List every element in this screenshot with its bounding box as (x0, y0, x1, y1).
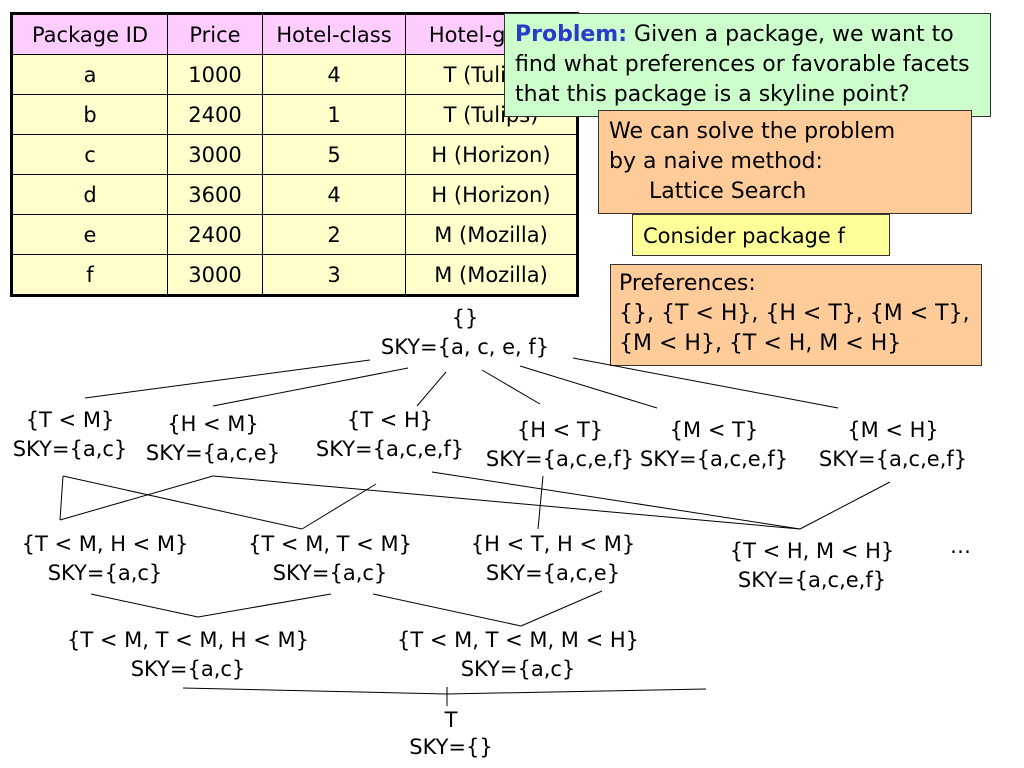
ellipsis: … (950, 534, 971, 558)
naive-method-name: Lattice Search (649, 179, 807, 204)
lattice-node: {T < M, T < M} SKY={a,c} (248, 530, 412, 588)
node-preference: {T < H, M < H} (729, 539, 895, 563)
node-preference: {H < T, H < M} (470, 532, 636, 556)
problem-label: Problem: (515, 22, 628, 47)
naive-method-callout: We can solve the problem by a naive meth… (598, 110, 972, 214)
node-preference: T (444, 708, 458, 732)
table-cell: c (11, 134, 168, 175)
lattice-node: {H < T} SKY={a,c,e,f} (486, 416, 634, 474)
table-cell: b (11, 94, 168, 135)
package-table: Package ID Price Hotel-class Hotel-group… (10, 12, 579, 297)
lattice-node-bottom: T SKY={} (409, 707, 493, 761)
table-cell: a (11, 54, 168, 95)
table-cell: d (11, 174, 168, 215)
node-skyline: SKY={a,c} (12, 437, 128, 461)
node-preference: {T < M, H < M} (21, 532, 189, 556)
table-cell: M (Mozilla) (405, 214, 578, 255)
lattice-node-root: {} SKY={a, c, e, f} (381, 304, 549, 362)
lattice-edge (212, 475, 801, 530)
lattice-edge (301, 483, 377, 530)
table-cell: M (Mozilla) (405, 254, 578, 296)
preferences-callout: Preferences: {}, {T < H}, {H < T}, {M < … (610, 264, 982, 366)
node-preference: {T < M, T < M} (248, 532, 412, 556)
lattice-node: {T < M} SKY={a,c} (13, 406, 128, 464)
lattice-edge (416, 371, 447, 407)
node-skyline: SKY={a,c} (460, 657, 576, 681)
lattice-edge (520, 590, 603, 627)
node-preference: {M < H} (847, 418, 939, 442)
naive-line: by a naive method: (609, 149, 823, 174)
table-row: c 3000 5 H (Horizon) (11, 134, 578, 175)
lattice-edge (197, 593, 332, 618)
lattice-edge (62, 475, 303, 530)
lattice-node: {H < T, H < M} SKY={a,c,e} (471, 530, 636, 588)
table-cell: 2400 (167, 214, 263, 255)
node-skyline: SKY={} (409, 735, 493, 759)
lattice-edge (84, 359, 371, 399)
table-cell: f (11, 254, 168, 296)
table-cell: 3000 (167, 254, 263, 296)
node-preference: {T < H} (346, 408, 434, 432)
lattice-edge (372, 593, 522, 627)
lattice-node: {T < H} SKY={a,c,e,f} (316, 406, 464, 464)
node-skyline: SKY={a,c} (130, 657, 246, 681)
lattice-node: {T < M, T < M, M < H} SKY={a,c} (397, 626, 639, 684)
lattice-edge (481, 369, 541, 405)
preferences-title: Preferences: (619, 271, 756, 296)
table-cell: 2400 (167, 94, 263, 135)
lattice-edge (446, 688, 707, 695)
node-preference: {H < T} (516, 418, 604, 442)
lattice-edge (431, 471, 801, 530)
table-cell: e (11, 214, 168, 255)
table-cell: 1000 (167, 54, 263, 95)
lattice-node: {T < M, T < M, H < M} SKY={a,c} (67, 626, 309, 684)
naive-line: We can solve the problem (609, 119, 896, 144)
lattice-edge (182, 687, 448, 695)
table-cell: 2 (262, 214, 406, 255)
table-cell: H (Horizon) (405, 174, 578, 215)
table-row: e 2400 2 M (Mozilla) (11, 214, 578, 255)
node-preference: {T < M} (25, 408, 115, 432)
lattice-edge (799, 481, 891, 530)
table-row: f 3000 3 M (Mozilla) (11, 254, 578, 296)
node-skyline: SKY={a,c,e,f} (485, 447, 635, 471)
lattice-node: {T < M, H < M} SKY={a,c} (22, 530, 189, 588)
problem-callout: Problem: Given a package, we want to fin… (504, 13, 991, 117)
lattice-edge (59, 475, 64, 521)
node-skyline: SKY={a,c,e,f} (737, 568, 887, 592)
table-cell: H (Horizon) (405, 134, 578, 175)
node-skyline: SKY={a,c,e} (485, 561, 621, 585)
table-cell: 3600 (167, 174, 263, 215)
node-skyline: SKY={a,c} (272, 561, 388, 585)
lattice-node: {M < H} SKY={a,c,e,f} (819, 416, 967, 474)
node-skyline: SKY={a,c,e} (145, 441, 281, 465)
node-skyline: SKY={a,c,e,f} (639, 447, 789, 471)
lattice-edge (519, 365, 658, 409)
preferences-list: {}, {T < H}, {H < T}, {M < T}, {M < H}, … (619, 301, 970, 356)
lattice-edge (537, 475, 544, 530)
node-skyline: SKY={a,c,e,f} (315, 437, 465, 461)
consider-callout: Consider package f (632, 214, 890, 256)
node-preference: {T < M, T < M, H < M} (66, 628, 310, 652)
column-header: Price (167, 13, 263, 55)
node-skyline: SKY={a, c, e, f} (380, 335, 550, 359)
lattice-edge (59, 475, 214, 521)
node-preference: {T < M, T < M, M < H} (396, 628, 640, 652)
node-preference: {H < M} (167, 412, 259, 436)
column-header: Package ID (11, 13, 168, 55)
lattice-edge (572, 357, 839, 409)
lattice-node: {T < H, M < H} SKY={a,c,e,f} (730, 537, 895, 595)
lattice-node: {M < T} SKY={a,c,e,f} (640, 416, 788, 474)
table-cell: 3 (262, 254, 406, 296)
node-preference: {} (451, 306, 479, 330)
node-preference: {M < T} (669, 418, 759, 442)
lattice-node: {H < M} SKY={a,c,e} (146, 410, 280, 468)
lattice-edge (212, 367, 409, 407)
node-skyline: SKY={a,c} (47, 561, 163, 585)
problem-text: Given a package, we want to find what pr… (515, 22, 970, 107)
lattice-edge (90, 593, 199, 618)
node-skyline: SKY={a,c,e,f} (818, 447, 968, 471)
